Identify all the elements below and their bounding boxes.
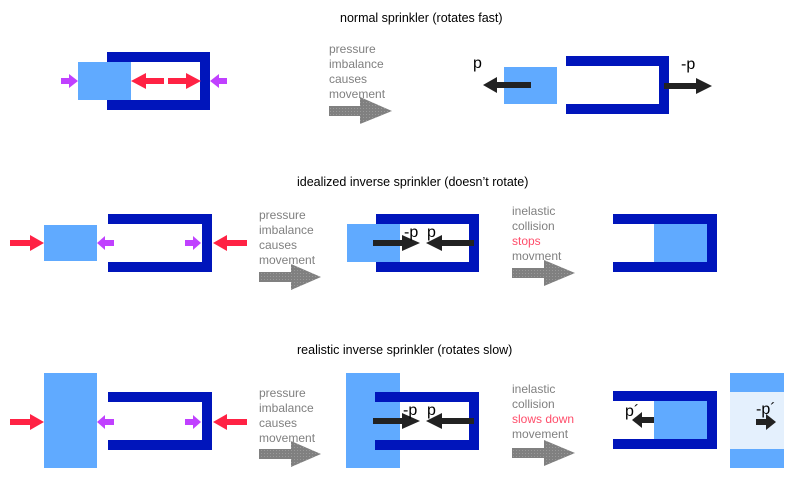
step-caption: inelastic collision slows down movement	[512, 382, 574, 441]
sprinkler-tube	[107, 52, 210, 110]
momentum-arrow-right	[373, 235, 420, 251]
water-block	[78, 62, 131, 100]
small-pressure-arrow-right	[210, 74, 227, 88]
momentum-label-tube: -p	[403, 402, 417, 419]
row-realistic-inverse-sprinkler: realistic inverse sprinkler (rotates slo…	[10, 343, 784, 468]
step-arrow-icon	[259, 441, 321, 467]
collision-state: -p p	[347, 214, 479, 272]
momentum-arrow-right	[373, 413, 420, 429]
step-arrow-icon	[329, 97, 392, 124]
caption-highlight: slows down	[512, 412, 574, 426]
caption-line: collision	[512, 397, 555, 411]
momentum-label-water: p	[427, 224, 436, 241]
water-block	[654, 401, 707, 439]
momentum-label-water: p	[473, 55, 482, 72]
caption-line: imbalance	[329, 57, 384, 71]
external-pressure-arrow-right	[213, 235, 247, 251]
caption-line: imbalance	[259, 401, 314, 415]
caption-line: inelastic	[512, 382, 555, 396]
sprinkler-tube	[108, 392, 212, 450]
step-caption: pressure imbalance causes movement	[259, 208, 316, 267]
small-pressure-arrow-left	[97, 236, 114, 250]
initial-state	[10, 373, 247, 468]
momentum-label-tube-after: -p´	[756, 401, 776, 418]
row-idealized-inverse-sprinkler: idealized inverse sprinkler (doesn’t rot…	[10, 175, 717, 290]
sprinkler-tube	[376, 214, 479, 272]
step-caption: pressure imbalance causes movement	[329, 42, 386, 101]
external-pressure-arrow-left	[10, 235, 44, 251]
momentum-arrow-left	[426, 235, 474, 251]
small-pressure-arrow-right	[185, 236, 201, 250]
sprinkler-tube	[108, 214, 212, 272]
momentum-label-water: p	[427, 402, 436, 419]
water-reservoir-top	[730, 373, 784, 392]
small-pressure-arrow-right	[185, 415, 201, 429]
external-pressure-arrow-left	[10, 414, 44, 430]
momentum-arrow-left	[632, 412, 654, 428]
water-reservoir	[44, 373, 97, 468]
initial-state	[10, 214, 247, 272]
sprinkler-tube	[613, 391, 717, 449]
step-caption: inelastic collision stops movment	[512, 204, 562, 263]
caption-line: imbalance	[259, 223, 314, 237]
water-block	[44, 225, 97, 261]
external-pressure-arrow-right	[213, 414, 247, 430]
caption-line: inelastic	[512, 204, 555, 218]
small-pressure-arrow-left	[61, 74, 78, 88]
caption-line: causes	[259, 238, 297, 252]
collision-state: -p p	[346, 373, 479, 468]
caption-line: movement	[329, 87, 386, 101]
momentum-arrow-left	[483, 77, 531, 93]
caption-line: pressure	[259, 386, 306, 400]
momentum-label-water-after: p´	[625, 403, 639, 420]
internal-pressure-arrow-left	[131, 73, 164, 89]
caption-line: movment	[512, 249, 562, 263]
water-block	[654, 224, 707, 262]
sprinkler-tube	[613, 214, 717, 272]
sprinkler-tube	[566, 56, 669, 114]
final-state: p -p	[473, 55, 712, 114]
caption-line: movement	[259, 431, 316, 445]
momentum-arrow-right	[756, 414, 776, 430]
caption-line: causes	[329, 72, 367, 86]
caption-highlight: stops	[512, 234, 541, 248]
final-state: p´ -p´	[613, 373, 784, 468]
step-arrow-icon	[259, 264, 321, 290]
caption-line: pressure	[259, 208, 306, 222]
initial-state	[61, 52, 227, 110]
caption-line: movement	[512, 427, 569, 441]
caption-line: pressure	[329, 42, 376, 56]
row-title: realistic inverse sprinkler (rotates slo…	[297, 343, 512, 357]
step-arrow-icon	[512, 440, 575, 466]
momentum-label-tube: -p	[404, 224, 418, 241]
momentum-arrow-right	[664, 78, 712, 94]
step-caption: pressure imbalance causes movement	[259, 386, 316, 445]
caption-line: causes	[259, 416, 297, 430]
water-reservoir-bottom	[730, 449, 784, 468]
caption-line: collision	[512, 219, 555, 233]
row-title: normal sprinkler (rotates fast)	[340, 11, 503, 25]
caption-line: movement	[259, 253, 316, 267]
small-pressure-arrow-left	[97, 415, 114, 429]
row-title: idealized inverse sprinkler (doesn’t rot…	[297, 175, 528, 189]
internal-pressure-arrow-right	[168, 73, 201, 89]
momentum-arrow-left	[426, 413, 474, 429]
step-arrow-icon	[512, 260, 575, 286]
momentum-label-tube: -p	[681, 56, 695, 73]
final-state	[613, 214, 717, 272]
row-normal-sprinkler: normal sprinkler (rotates fast) pressure…	[61, 11, 712, 124]
sprinkler-tube	[375, 392, 479, 450]
